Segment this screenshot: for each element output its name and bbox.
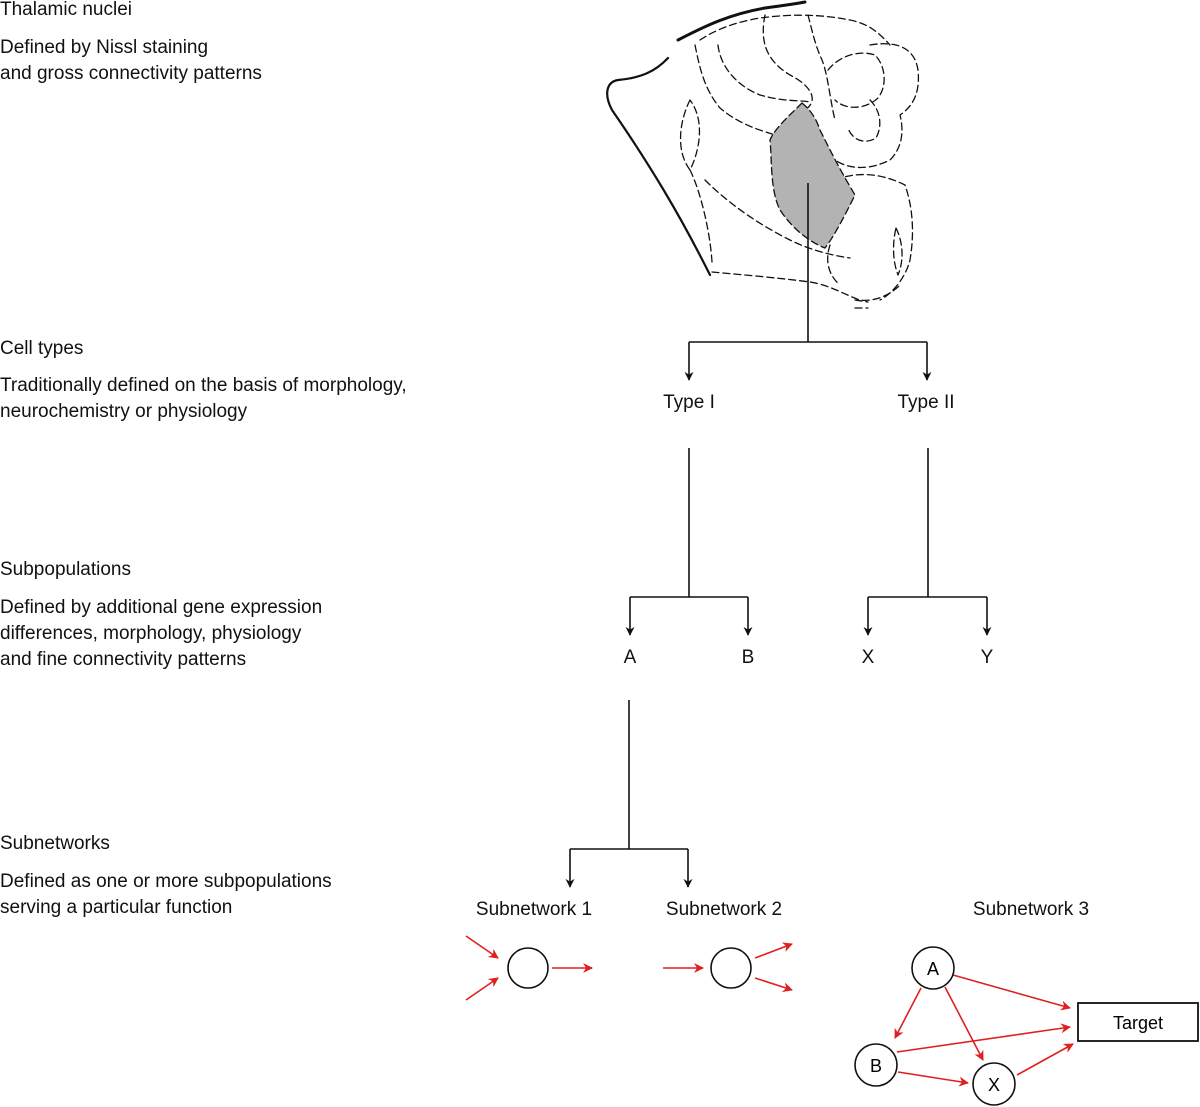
heading-subnetworks: Subnetworks <box>0 833 110 854</box>
edge-a-to-x <box>944 986 984 1061</box>
subnetwork-2-output-arrow-top <box>754 942 793 959</box>
nuclei-boundaries <box>679 14 920 309</box>
subnetwork-3-node-b-label: B <box>870 1056 882 1076</box>
description-subpopulations-line2: differences, morphology, physiology <box>0 623 302 644</box>
thalamus-section-drawing <box>606 0 920 309</box>
subnetwork-3-node-x <box>972 1062 1016 1106</box>
subnetwork-3-node-a-label: A <box>927 959 939 979</box>
description-subpopulations-line3: and fine connectivity patterns <box>0 649 247 670</box>
label-subpop-y: Y <box>980 647 994 668</box>
label-subpop-b: B <box>741 647 755 668</box>
subnetwork-1-input-arrow-top <box>465 935 499 959</box>
edge-b-to-target <box>896 1023 1071 1053</box>
outline-top-thick <box>676 0 807 42</box>
edge-b-to-x <box>897 1071 969 1087</box>
target-label: Target <box>1113 1013 1163 1033</box>
subnetwork-3-node-x-label: X <box>988 1075 1000 1095</box>
subnetwork-3-motif: A B X Target <box>854 946 1199 1106</box>
description-thalamic-nuclei-line1: Defined by Nissl staining <box>0 37 209 58</box>
subnetwork-1-node <box>507 947 549 989</box>
description-cell-types-line1: Traditionally defined on the basis of mo… <box>0 375 407 396</box>
heading-cell-types: Cell types <box>0 338 84 359</box>
label-subpop-x: X <box>861 647 875 668</box>
description-subnetworks-line1: Defined as one or more subpopulations <box>0 871 332 892</box>
description-subpopulations-line1: Defined by additional gene expression <box>0 597 323 618</box>
hierarchy-connectors <box>565 183 992 888</box>
label-type-2: Type II <box>897 392 955 413</box>
description-subnetworks-line2: serving a particular function <box>0 897 233 918</box>
subnetwork-1-input-arrow-bottom <box>465 977 499 1001</box>
subnetwork-2-output-arrow-bottom <box>754 977 793 992</box>
target-box <box>1077 1002 1199 1042</box>
label-type-1: Type I <box>663 392 715 413</box>
highlighted-nucleus <box>769 102 856 249</box>
heading-subpopulations: Subpopulations <box>0 559 131 580</box>
heading-thalamic-nuclei: Thalamic nuclei <box>0 0 132 20</box>
label-subpop-a: A <box>623 647 637 668</box>
subnetwork-1-motif <box>465 935 593 1001</box>
label-subnetwork-1: Subnetwork 1 <box>475 899 593 920</box>
label-subnetwork-2: Subnetwork 2 <box>665 899 783 920</box>
edge-a-to-b <box>894 987 922 1039</box>
edge-a-to-target <box>952 974 1071 1011</box>
subnetwork-3-node-b <box>854 1043 898 1087</box>
outline-left-thick <box>606 56 712 277</box>
subnetwork-2-node <box>710 947 752 989</box>
label-subnetwork-3: Subnetwork 3 <box>972 899 1090 920</box>
edge-x-to-target <box>1016 1043 1074 1076</box>
subnetwork-2-motif <box>663 942 793 992</box>
subnetwork-3-node-a <box>911 946 955 990</box>
description-thalamic-nuclei-line2: and gross connectivity patterns <box>0 63 262 84</box>
description-cell-types-line2: neurochemistry or physiology <box>0 401 248 422</box>
